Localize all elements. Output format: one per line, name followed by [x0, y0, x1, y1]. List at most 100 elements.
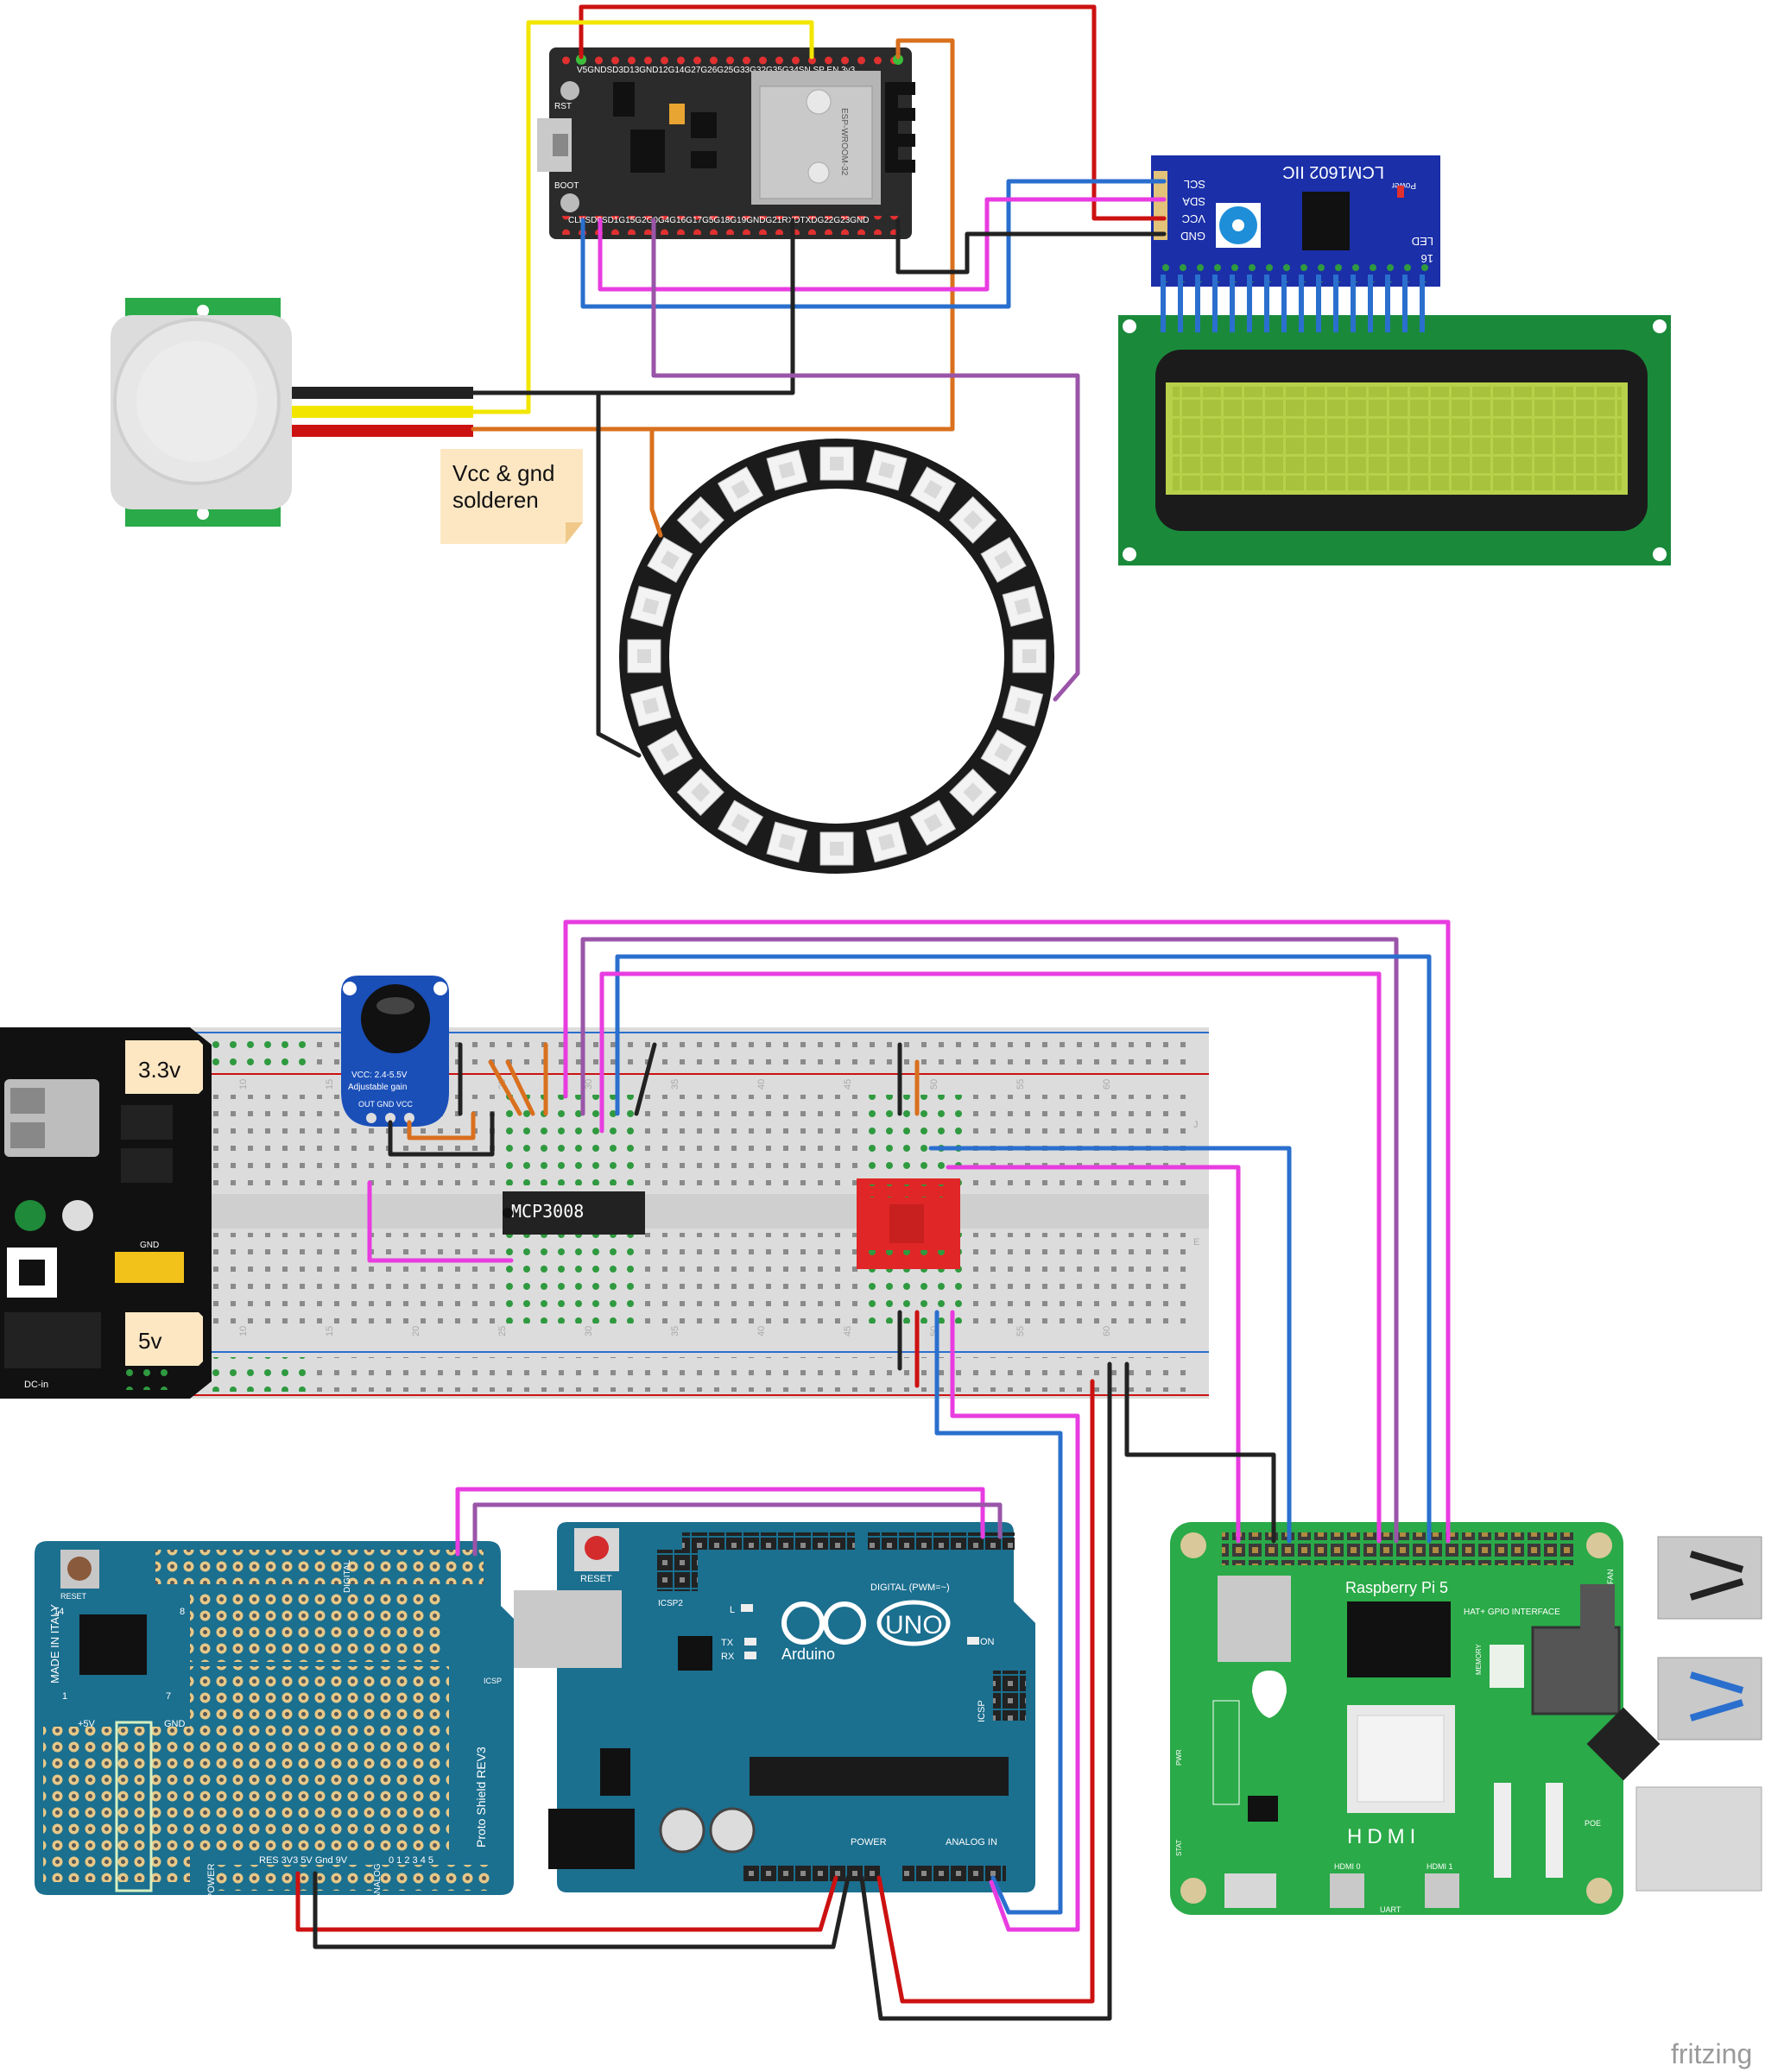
i2c-pin-sda: SDA: [1182, 195, 1205, 208]
wire-black-uno-gnd: [859, 1361, 1112, 2021]
bb-column-number: 60: [1102, 1326, 1112, 1336]
neopixel-led-core: [923, 813, 943, 833]
bb-column-number: 50: [929, 1079, 939, 1090]
neopixel-led-core: [1014, 597, 1032, 616]
wires: [295, 4, 1451, 2021]
rpi-name: Raspberry Pi 5: [1345, 1579, 1448, 1596]
boot-button[interactable]: [560, 193, 579, 212]
uno-reset-button[interactable]: [585, 1536, 609, 1560]
proto-pin14: 14: [54, 1607, 64, 1617]
uno-tx-label: TX: [721, 1638, 734, 1648]
wire-black-rpi-gnd: [1124, 1361, 1276, 1544]
i2c-led-label: LED: [1412, 235, 1433, 248]
i2c-pin-scl: SCL: [1184, 178, 1205, 191]
i2c-pin-vcc: VCC: [1182, 212, 1205, 225]
proto-made-in: MADE IN ITALY: [48, 1604, 61, 1684]
neopixel-led-core: [994, 550, 1014, 570]
bb-column-number: 55: [1015, 1079, 1026, 1090]
proto-power-label: POWER: [206, 1863, 217, 1899]
wire-black-proto-gnd: [313, 1871, 851, 1949]
wire-blue-rpi-1: [615, 954, 1432, 1544]
neopixel-led-core: [994, 742, 1014, 762]
bb-column-number: 35: [670, 1079, 680, 1090]
uno-icsp2-label: ICSP2: [658, 1599, 683, 1608]
wire-red-uno-5v: [876, 1379, 1095, 2004]
wire-pink-esp-sda: [598, 197, 1167, 292]
neopixel-led-core: [691, 510, 711, 530]
proto-analog-label: ANALOG: [373, 1863, 383, 1899]
wire-orange-3v3: [471, 38, 955, 432]
proto-digital-label: DIGITAL: [343, 1559, 352, 1593]
neopixel-led-core: [963, 782, 983, 802]
bb-column-number: 25: [497, 1326, 508, 1336]
uno-barrel-jack: [548, 1809, 635, 1869]
neopixel-led-core: [830, 457, 844, 471]
wire-black-esp-gnd: [895, 218, 1167, 275]
mcp3008-label: MCP3008: [511, 1201, 584, 1222]
wire-pink-mic-mcp: [367, 1180, 514, 1263]
rst-label: RST: [554, 102, 572, 111]
wire-blue-uno-a4: [934, 1310, 1063, 1915]
ps-gnd-label: GND: [140, 1241, 159, 1250]
bb-column-number: 55: [1015, 1326, 1026, 1336]
wire-orange-ring-pwr: [649, 426, 663, 538]
rpi-usb3-label: USB3: [1727, 1763, 1748, 1772]
wire-black-pir-gnd: [471, 218, 795, 395]
bb-column-number: 60: [1102, 1079, 1112, 1090]
uno-reset-label: RESET: [580, 1574, 612, 1584]
proto-plus5: +5V: [78, 1719, 96, 1729]
neopixel-led-core: [778, 461, 796, 479]
uno-icsp-label: ICSP: [977, 1700, 987, 1722]
rst-button[interactable]: [560, 81, 579, 100]
bb-column-number: 30: [584, 1079, 594, 1090]
wire-pink-uno-a5: [950, 1310, 1080, 1932]
rpi-hdmi0-label: HDMI 0: [1334, 1862, 1361, 1871]
uno-digital-label: DIGITAL (PWM=~): [870, 1582, 950, 1593]
neopixel-led-core: [691, 782, 711, 802]
uno-analog-label: ANALOG IN: [946, 1837, 997, 1848]
wire-blue-esp-scl: [580, 179, 1167, 309]
wire-red-proto-5v: [295, 1871, 838, 1932]
logic-level-shifter: [857, 1178, 960, 1269]
bb-column-number: 40: [756, 1326, 767, 1336]
neopixel-led-core: [642, 597, 660, 616]
bb-column-number: 10: [238, 1079, 249, 1090]
i2c-pin16-label: 16: [1421, 252, 1433, 265]
esp32-bottom-pin-labels: CLKSD0SD1G15G2G0G4G16G17G5G18G19GNDG21RX…: [568, 216, 870, 225]
uno-power-label: POWER: [851, 1837, 887, 1848]
proto-pin8: 8: [180, 1607, 185, 1617]
neopixel-led-core: [642, 697, 660, 715]
mcp3008-chip: MCP3008: [503, 1191, 645, 1235]
bb-column-number: 30: [584, 1326, 594, 1336]
proto-pin7: 7: [166, 1691, 171, 1702]
rpi-hat: HAT+ GPIO INTERFACE: [1464, 1608, 1560, 1617]
rpi-hdmi-label: HDMI: [1347, 1825, 1420, 1848]
lcd-module: [1118, 315, 1671, 565]
mic-capsule: [361, 984, 430, 1053]
neopixel-led-core: [877, 833, 895, 851]
bb-column-number: 40: [756, 1079, 767, 1090]
proto-icsp: ICSP: [484, 1677, 502, 1685]
wire-yellow-pir-signal: [471, 20, 814, 414]
uno-brand: Arduino: [781, 1646, 835, 1663]
proto-power-pins: RES 3V3 5V Gnd 9V: [259, 1855, 348, 1866]
wire-black-ring-gnd: [596, 390, 642, 758]
wire-pink-rpi-1: [563, 919, 1451, 1544]
uno-model: UNO: [885, 1611, 943, 1639]
breadboard-power-supply: GND DC-in 3.3v 5v: [0, 1027, 212, 1399]
neopixel-led-core: [637, 649, 651, 663]
proto-reset-button[interactable]: [67, 1557, 92, 1581]
ps-dcin-label: DC-in: [24, 1380, 48, 1390]
rpi-ethernet-label: Ethernet: [1703, 1903, 1733, 1911]
wire-purple-uno-proto-rx: [472, 1502, 1003, 1557]
voltage-jumper[interactable]: [115, 1252, 184, 1283]
uno-usb-port: [514, 1590, 622, 1668]
proto-analog-pins: 0 1 2 3 4 5: [389, 1855, 433, 1866]
proto-pin1: 1: [62, 1691, 67, 1702]
watermark: fritzing: [1671, 2038, 1752, 2069]
bb-row-label: E: [1193, 1237, 1199, 1248]
neopixel-led-core: [660, 550, 680, 570]
lcd-i2c-backpack: LCM1602 IIC SCL SDA VCC GND Power LED 16: [1151, 155, 1440, 287]
i2c-power-label: Power: [1391, 180, 1416, 190]
wire-pink-uno-proto-tx: [455, 1487, 985, 1557]
